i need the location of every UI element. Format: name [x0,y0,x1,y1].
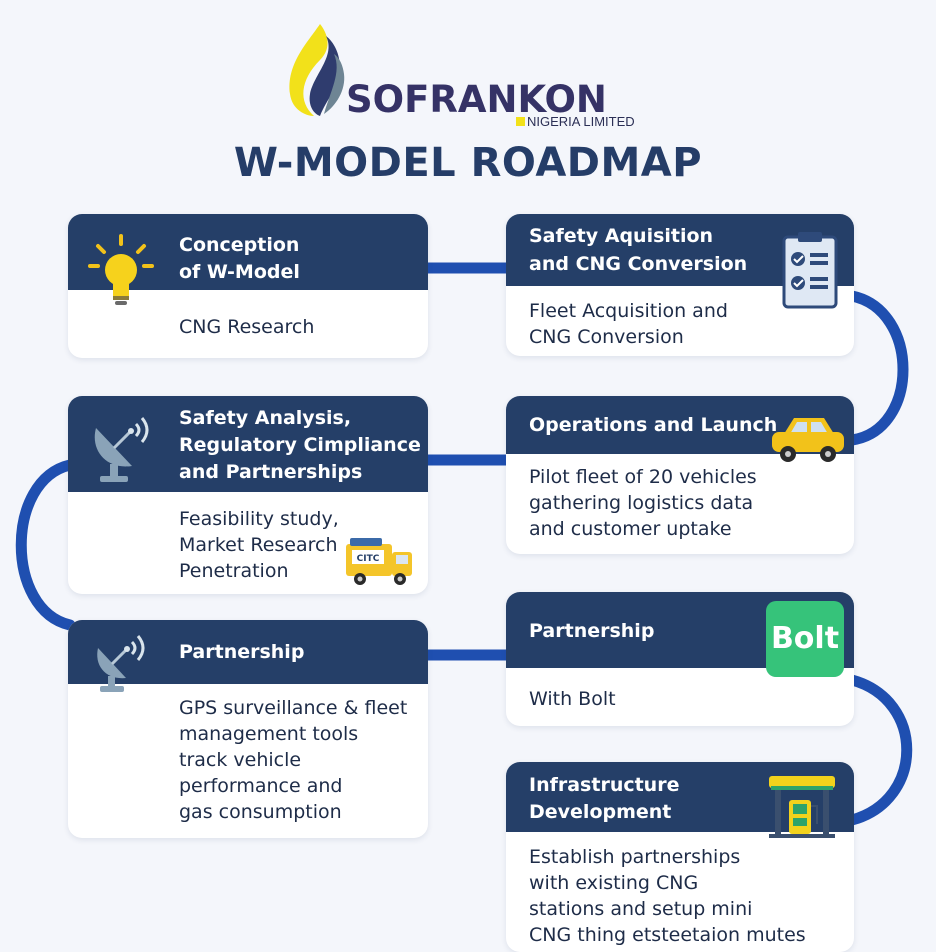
card-header: Infrastructure Development [506,762,854,832]
cng-truck-icon: CITC [346,538,412,585]
page-title: W-MODEL ROADMAP [233,140,703,186]
connector-curve [15,459,76,631]
flame-logo-icon [289,24,345,116]
lightbulb-icon [88,234,154,305]
clipboard-checklist-icon [782,232,838,309]
card-header: Partnership [68,620,428,684]
truck-label: CITC [357,554,380,564]
card-conception: Conception of W-Model CNG Research [68,214,428,358]
brand-name: SOFRANKON [346,78,607,121]
bolt-badge: Bolt [766,601,844,677]
company-logo: SOFRANKON NIGERIA LIMITED [280,20,660,130]
card-partnership-gps: Partnership GPS surveillance & fleet man… [68,620,428,838]
connector-curve [846,674,913,826]
card-header: Safety Analysis, Regulatory Cimpliance a… [68,396,428,492]
connector-curve [846,290,909,446]
gas-station-icon [769,776,835,838]
card-header: Conception of W-Model [68,214,428,290]
card-safety-analysis: Safety Analysis, Regulatory Cimpliance a… [68,396,428,594]
satellite-dish-icon [94,417,149,482]
car-icon [772,418,844,462]
satellite-dish-icon [97,635,145,692]
brand-subtitle: NIGERIA LIMITED [516,114,635,129]
